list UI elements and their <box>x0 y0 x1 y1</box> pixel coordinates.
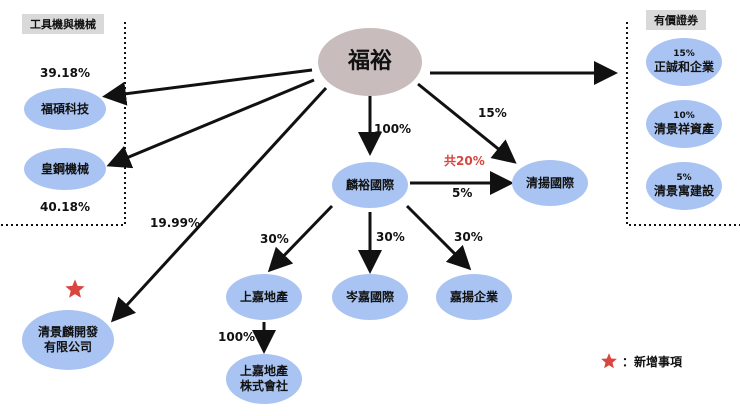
arrow-main-qingyang <box>417 82 517 164</box>
node-linyu-label: 麟裕國際 <box>345 177 394 192</box>
node-zhengcheng-pct: 15% <box>673 48 695 59</box>
edge-label-futech: 39.18% <box>40 66 90 80</box>
node-fuyu-label: 福裕 <box>347 49 392 75</box>
node-qingjing-yu: 5% 清景寓建設 <box>646 162 722 210</box>
node-qingyang: 清揚國際 <box>512 160 588 206</box>
node-linyu: 麟裕國際 <box>332 162 408 208</box>
node-zhengcheng-content: 15% 正誠和企業 <box>654 49 714 75</box>
legend-star-icon <box>601 353 617 369</box>
node-shangjia-label: 上嘉地產 <box>239 289 288 304</box>
edge-label-cenjia: 30% <box>376 230 405 244</box>
node-qingjing-xiang-content: 10% 清景祥資產 <box>654 111 714 137</box>
legend-text: ：新增事項 <box>622 354 683 369</box>
node-huanggang: 皇鋼機械 <box>24 148 106 190</box>
edge-label-jiayang: 30% <box>454 230 483 244</box>
node-zhengcheng: 15% 正誠和企業 <box>646 38 722 86</box>
edge-label-qingjing-lin: 19.99% <box>150 216 200 230</box>
arrow-main-qingjinglin <box>110 86 328 323</box>
legend: ：新增事項 <box>600 352 682 370</box>
node-shangjia-jp: 上嘉地產株式會社 <box>226 354 302 404</box>
edge-label-shangjia: 30% <box>260 232 289 246</box>
group-header-machinery: 工具機與機械 <box>22 14 104 34</box>
edge-label-linyu: 100% <box>374 122 412 136</box>
node-shangjia: 上嘉地產 <box>226 274 302 320</box>
node-zhengcheng-label: 正誠和企業 <box>653 60 714 75</box>
edge-label-qingyang-total: 共20% <box>444 154 485 168</box>
left-group-border <box>0 22 126 226</box>
edge-label-linyu-qingyang: 5% <box>452 186 473 200</box>
arrow-main-futech <box>102 68 313 106</box>
node-qingjing-yu-pct: 5% <box>676 172 692 183</box>
node-qingjing-lin: 清景麟開發有限公司 <box>22 310 114 370</box>
node-futech-label: 福碩科技 <box>40 101 89 116</box>
node-qingjing-xiang-label: 清景祥資產 <box>653 122 714 137</box>
node-fuyu: 福裕 <box>318 28 422 96</box>
arrow-linyu-shangjia <box>267 204 334 273</box>
node-qingjing-xiang: 10% 清景祥資產 <box>646 100 722 148</box>
node-jiayang-label: 嘉揚企業 <box>449 289 498 304</box>
new-item-star-icon <box>65 279 85 298</box>
group-header-securities: 有價證券 <box>646 10 706 30</box>
node-futech: 福碩科技 <box>24 88 106 130</box>
node-huanggang-label: 皇鋼機械 <box>40 161 89 176</box>
node-cenjia-label: 岑嘉國際 <box>345 289 394 304</box>
node-shangjia-jp-label: 上嘉地產株式會社 <box>239 364 288 393</box>
node-qingjing-yu-content: 5% 清景寓建設 <box>654 173 714 199</box>
edge-label-huanggang: 40.18% <box>40 200 90 214</box>
edge-label-qingyang-direct: 15% <box>478 106 507 120</box>
node-jiayang: 嘉揚企業 <box>436 274 512 320</box>
arrow-linyu-jiayang <box>405 204 472 271</box>
node-qingjing-xiang-pct: 10% <box>673 110 695 121</box>
node-qingjing-lin-label: 清景麟開發有限公司 <box>37 325 98 354</box>
node-qingyang-label: 清揚國際 <box>525 175 574 190</box>
node-qingjing-yu-label: 清景寓建設 <box>653 184 714 199</box>
arrow-main-huanggang <box>106 78 315 169</box>
edge-label-shangjia-jp: 100% <box>218 330 256 344</box>
node-cenjia: 岑嘉國際 <box>332 274 408 320</box>
